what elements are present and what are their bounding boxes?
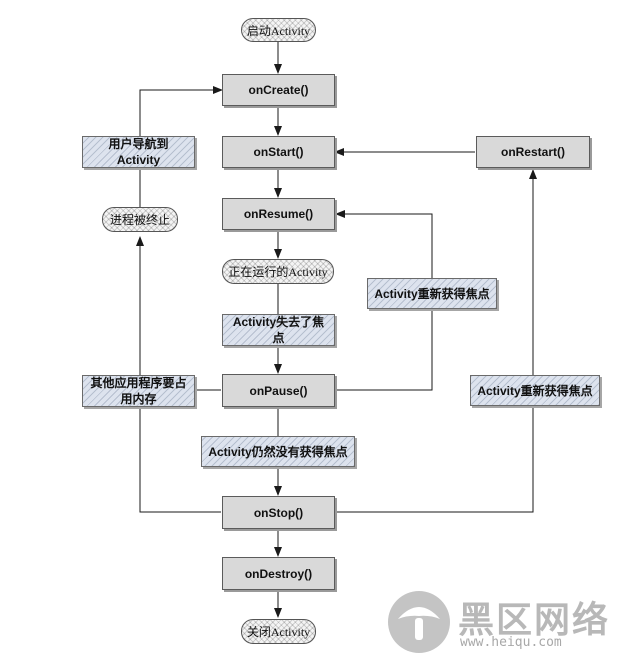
- onresume-box: onResume(): [222, 198, 335, 230]
- close-activity-terminal: 关闭Activity: [241, 619, 316, 644]
- ondestroy-box: onDestroy(): [222, 557, 335, 590]
- onstop-box: onStop(): [222, 496, 335, 529]
- arrow-onstop-to-onrestart: [335, 169, 537, 513]
- watermark-url: www.heiqu.com: [460, 635, 562, 650]
- process-killed-terminal: 进程被终止: [102, 207, 178, 232]
- running-activity-terminal: 正在运行的Activity: [222, 259, 334, 284]
- user-navigates-condition: 用户导航到Activity: [82, 136, 195, 168]
- other-app-memory-condition: 其他应用程序要占用内存: [82, 375, 195, 407]
- still-no-focus-condition: Activity仍然没有获得焦点: [201, 436, 355, 467]
- regain-focus-resume-condition: Activity重新获得焦点: [367, 278, 497, 309]
- watermark-brand: 黑区网络: [458, 600, 611, 641]
- arrow-onpause-to-killed: [136, 236, 221, 391]
- regain-focus-restart-condition: Activity重新获得焦点: [470, 375, 600, 406]
- arrow-killed-to-oncreate: [139, 86, 223, 207]
- onstart-box: onStart(): [222, 136, 335, 168]
- site-watermark: 黑区网络 www.heiqu.com: [386, 589, 618, 655]
- start-activity-terminal: 启动Activity: [241, 18, 316, 42]
- onpause-box: onPause(): [222, 374, 335, 407]
- onrestart-box: onRestart(): [476, 136, 590, 168]
- mushroom-logo-icon: [388, 591, 450, 653]
- oncreate-box: onCreate(): [222, 74, 335, 106]
- line-onstop-to-killed-path: [139, 390, 221, 513]
- lost-focus-condition: Activity失去了焦点: [222, 314, 335, 346]
